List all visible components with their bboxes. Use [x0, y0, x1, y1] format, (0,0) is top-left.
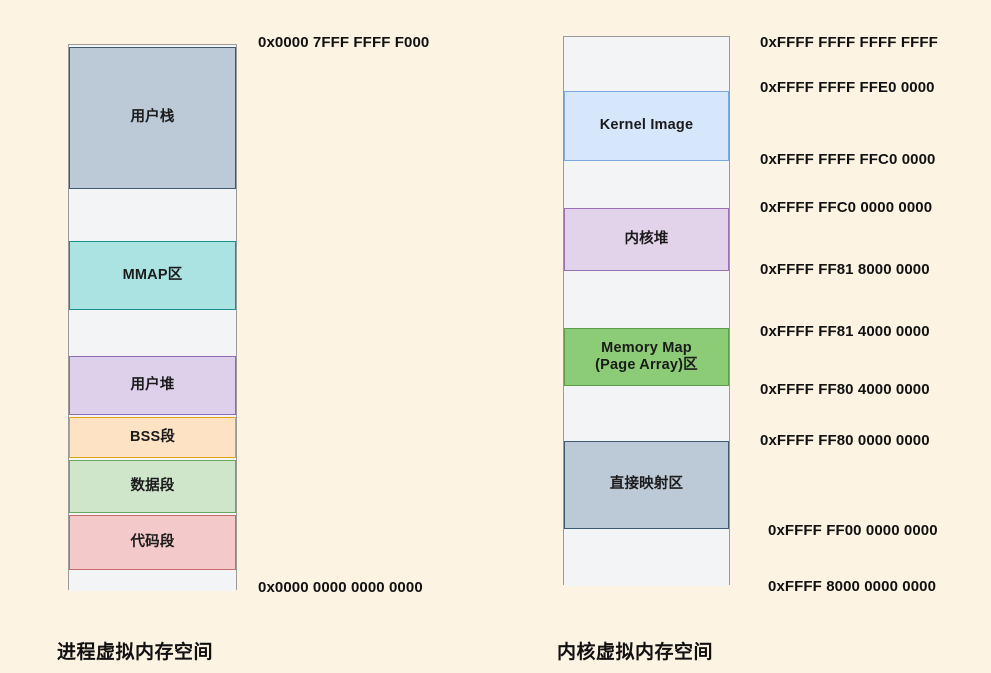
kernel-segment-gap-3: [564, 386, 729, 441]
process-segment-text-segment: 代码段: [69, 515, 236, 570]
process-segment-label: BSS段: [129, 428, 176, 445]
addr-kernel-heap-top: 0xFFFF FFC0 0000 0000: [760, 199, 933, 216]
kernel-segment-memory-map: Memory Map(Page Array)区: [564, 328, 729, 386]
kernel-segment-label: 内核堆: [624, 230, 669, 247]
addr-direct-map-base: 0xFFFF FF00 0000 0000: [768, 522, 938, 539]
addr-kernel-heap-base: 0xFFFF FF81 8000 0000: [760, 261, 930, 278]
process-memory-column: 用户栈 MMAP区用户堆 BSS段数据段代码段: [68, 44, 237, 591]
addr-memmap-base: 0xFFFF FF80 4000 0000: [760, 381, 930, 398]
addr-memmap-top: 0xFFFF FF81 4000 0000: [760, 323, 930, 340]
kernel-segment-kernel-image: Kernel Image: [564, 91, 729, 161]
addr-kernel-image-base: 0xFFFF FFFF FFC0 0000: [760, 151, 936, 168]
process-segment-label: 用户堆: [130, 376, 175, 393]
addr-direct-map-top: 0xFFFF FF80 0000 0000: [760, 432, 930, 449]
kernel-segment-kernel-heap: 内核堆: [564, 208, 729, 271]
kernel-segment-gap-top: [564, 39, 729, 91]
kernel-segment-label: Kernel Image: [599, 117, 694, 134]
addr-space-base: 0x0000 0000 0000 0000: [258, 579, 423, 596]
caption-kernel: 内核虚拟内存空间: [557, 642, 714, 663]
caption-process: 进程虚拟内存空间: [57, 642, 214, 663]
addr-kernel-image-top: 0xFFFF FFFF FFE0 0000: [760, 79, 935, 96]
addr-kernel-top: 0xFFFF FFFF FFFF FFFF: [760, 34, 938, 51]
process-segment-data-segment: 数据段: [69, 460, 236, 513]
kernel-segment-gap-1: [564, 161, 729, 208]
process-segment-gap-1: [69, 189, 236, 241]
kernel-segment-gap-bottom: [564, 529, 729, 586]
process-segment-bss-segment: BSS段: [69, 417, 236, 458]
kernel-segment-label: Memory Map(Page Array)区: [595, 339, 698, 373]
process-segment-label: 用户栈: [130, 109, 175, 126]
addr-stack-top: 0x0000 7FFF FFFF F000: [258, 34, 430, 51]
kernel-memory-column: Kernel Image 内核堆 Memory Map(Page Array)区直接…: [563, 36, 730, 586]
addr-kernel-base: 0xFFFF 8000 0000 0000: [768, 578, 937, 595]
kernel-segment-direct-mapping: 直接映射区: [564, 441, 729, 529]
process-segment-user-heap: 用户堆: [69, 356, 236, 415]
process-segment-label: 代码段: [130, 533, 175, 550]
process-segment-user-stack: 用户栈: [69, 47, 236, 189]
process-segment-gap-3: [69, 570, 236, 591]
kernel-segment-label: 直接映射区: [609, 476, 684, 493]
process-segment-label: 数据段: [130, 477, 175, 494]
process-segment-mmap-area: MMAP区: [69, 241, 236, 310]
process-segment-label: MMAP区: [122, 266, 183, 283]
kernel-segment-gap-2: [564, 271, 729, 328]
process-segment-gap-2: [69, 310, 236, 356]
